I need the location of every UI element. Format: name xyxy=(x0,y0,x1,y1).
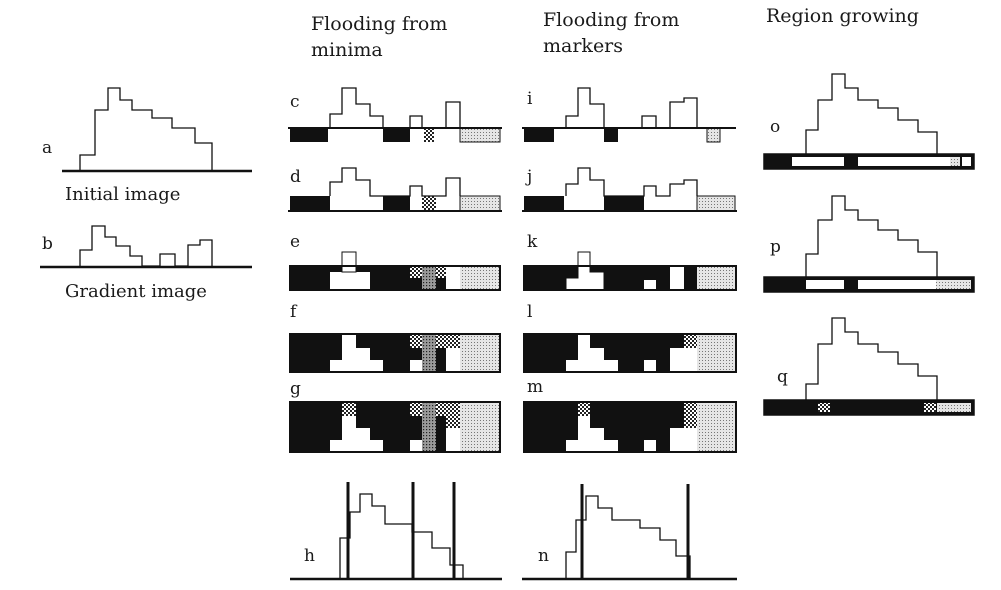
header-region-growing: Region growing xyxy=(766,5,919,27)
panel-label-j: j xyxy=(525,167,532,187)
panel-label-h: h xyxy=(304,546,315,566)
panel-label-c: c xyxy=(290,92,300,112)
panel-i: i xyxy=(522,87,736,143)
panel-h: h xyxy=(290,482,502,581)
panel-l: l xyxy=(523,302,737,373)
panel-f: f xyxy=(289,302,501,373)
panel-label-f: f xyxy=(290,302,298,322)
header-minima-line1: Flooding from xyxy=(311,13,447,35)
panel-q: q xyxy=(763,317,975,416)
panel-o: o xyxy=(763,73,975,170)
panel-e: e xyxy=(289,232,501,291)
panel-j: j xyxy=(522,167,737,212)
panel-c: c xyxy=(288,87,502,143)
caption-gradient-image: Gradient image xyxy=(65,281,207,302)
panel-label-q: q xyxy=(777,367,788,387)
header-minima-line2: minima xyxy=(311,39,383,61)
header-markers-line1: Flooding from xyxy=(543,9,679,31)
gradient-image-profile xyxy=(79,225,213,267)
caption-initial-image: Initial image xyxy=(65,184,180,205)
panel-n: n xyxy=(522,484,737,581)
panel-g: g xyxy=(289,379,501,453)
panel-p: p xyxy=(763,195,975,293)
panel-label-k: k xyxy=(527,232,538,252)
profile-c xyxy=(329,87,461,129)
panel-label-a: a xyxy=(42,138,52,158)
panel-k: k xyxy=(523,232,737,291)
panel-label-i: i xyxy=(527,89,533,109)
panel-label-d: d xyxy=(290,167,301,187)
panel-label-p: p xyxy=(770,237,781,257)
panel-label-o: o xyxy=(770,117,780,137)
panel-label-n: n xyxy=(538,546,549,566)
panel-label-m: m xyxy=(527,377,543,397)
panel-b: b xyxy=(40,225,252,269)
header-markers-line2: markers xyxy=(543,35,623,57)
panel-d: d xyxy=(288,167,502,212)
panel-label-g: g xyxy=(290,379,301,399)
panel-label-b: b xyxy=(42,234,53,254)
initial-image-profile xyxy=(79,87,213,170)
panel-a: a xyxy=(42,87,252,173)
panel-label-l: l xyxy=(527,302,532,322)
panel-label-e: e xyxy=(290,232,300,252)
panel-m: m xyxy=(523,377,737,453)
